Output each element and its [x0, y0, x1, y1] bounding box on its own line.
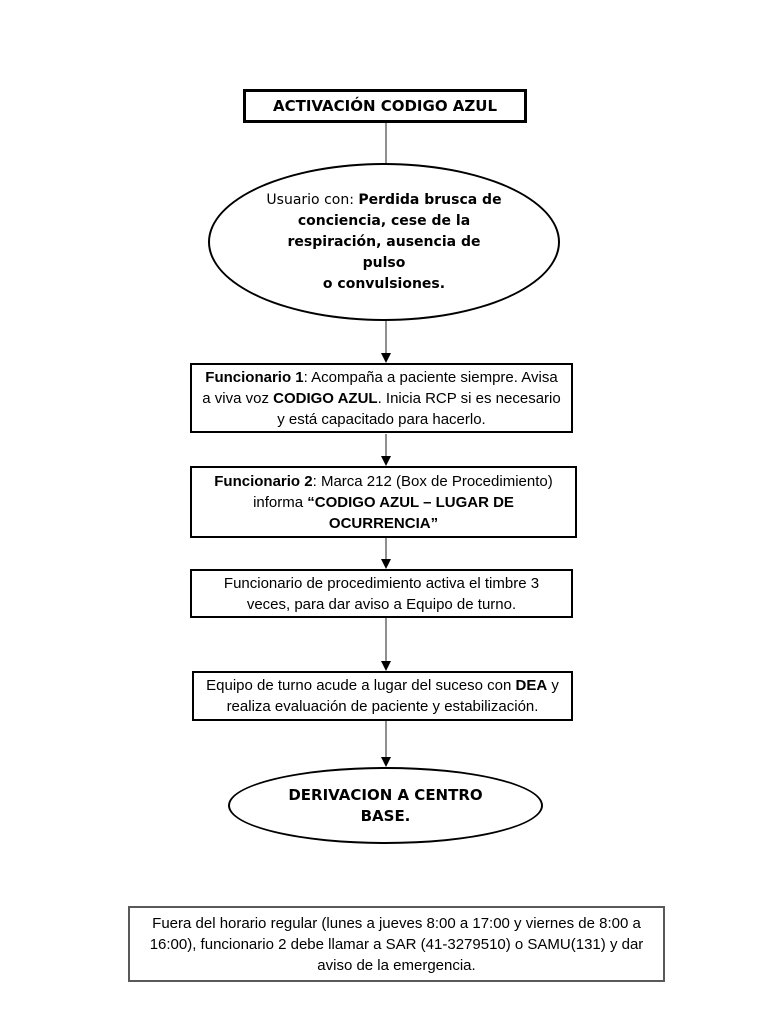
- funcionario2-box: Funcionario 2: Marca 212 (Box de Procedi…: [190, 466, 577, 538]
- funcionario1-box: Funcionario 1: Acompaña a paciente siemp…: [190, 363, 573, 433]
- arrowhead-end: [381, 757, 391, 767]
- connector-funcionario2-to-timbre: [385, 538, 387, 560]
- timbre-text: Funcionario de procedimiento activa el t…: [223, 574, 540, 613]
- funcionario2-text: Funcionario 2: Marca 212 (Box de Procedi…: [214, 472, 553, 532]
- arrowhead-equipo: [381, 661, 391, 671]
- connector-start-to-funcionario1: [385, 321, 387, 354]
- end-ellipse: DERIVACION A CENTRO BASE.: [228, 767, 543, 844]
- timbre-box: Funcionario de procedimiento activa el t…: [190, 569, 573, 618]
- footer-note-box: Fuera del horario regular (lunes a jueve…: [128, 906, 665, 982]
- equipo-text: Equipo de turno acude a lugar del suceso…: [206, 677, 559, 715]
- footer-note-text: Fuera del horario regular (lunes a jueve…: [149, 914, 644, 974]
- end-ellipse-text: DERIVACION A CENTRO BASE.: [288, 785, 483, 825]
- connector-title-to-start: [385, 123, 387, 165]
- connector-timbre-to-equipo: [385, 618, 387, 662]
- arrowhead-funcionario2: [381, 456, 391, 466]
- connector-equipo-to-end: [385, 721, 387, 758]
- title-text: ACTIVACIÓN CODIGO AZUL: [272, 96, 498, 115]
- arrowhead-timbre: [381, 559, 391, 569]
- equipo-box: Equipo de turno acude a lugar del suceso…: [192, 671, 573, 721]
- arrowhead-funcionario1: [381, 353, 391, 363]
- connector-funcionario1-to-funcionario2: [385, 434, 387, 457]
- title-box: ACTIVACIÓN CODIGO AZUL: [243, 89, 527, 123]
- funcionario1-text: Funcionario 1: Acompaña a paciente siemp…: [202, 368, 561, 428]
- start-ellipse-text: Usuario con: Perdida brusca de concienci…: [266, 191, 502, 292]
- start-ellipse: Usuario con: Perdida brusca de concienci…: [208, 163, 560, 321]
